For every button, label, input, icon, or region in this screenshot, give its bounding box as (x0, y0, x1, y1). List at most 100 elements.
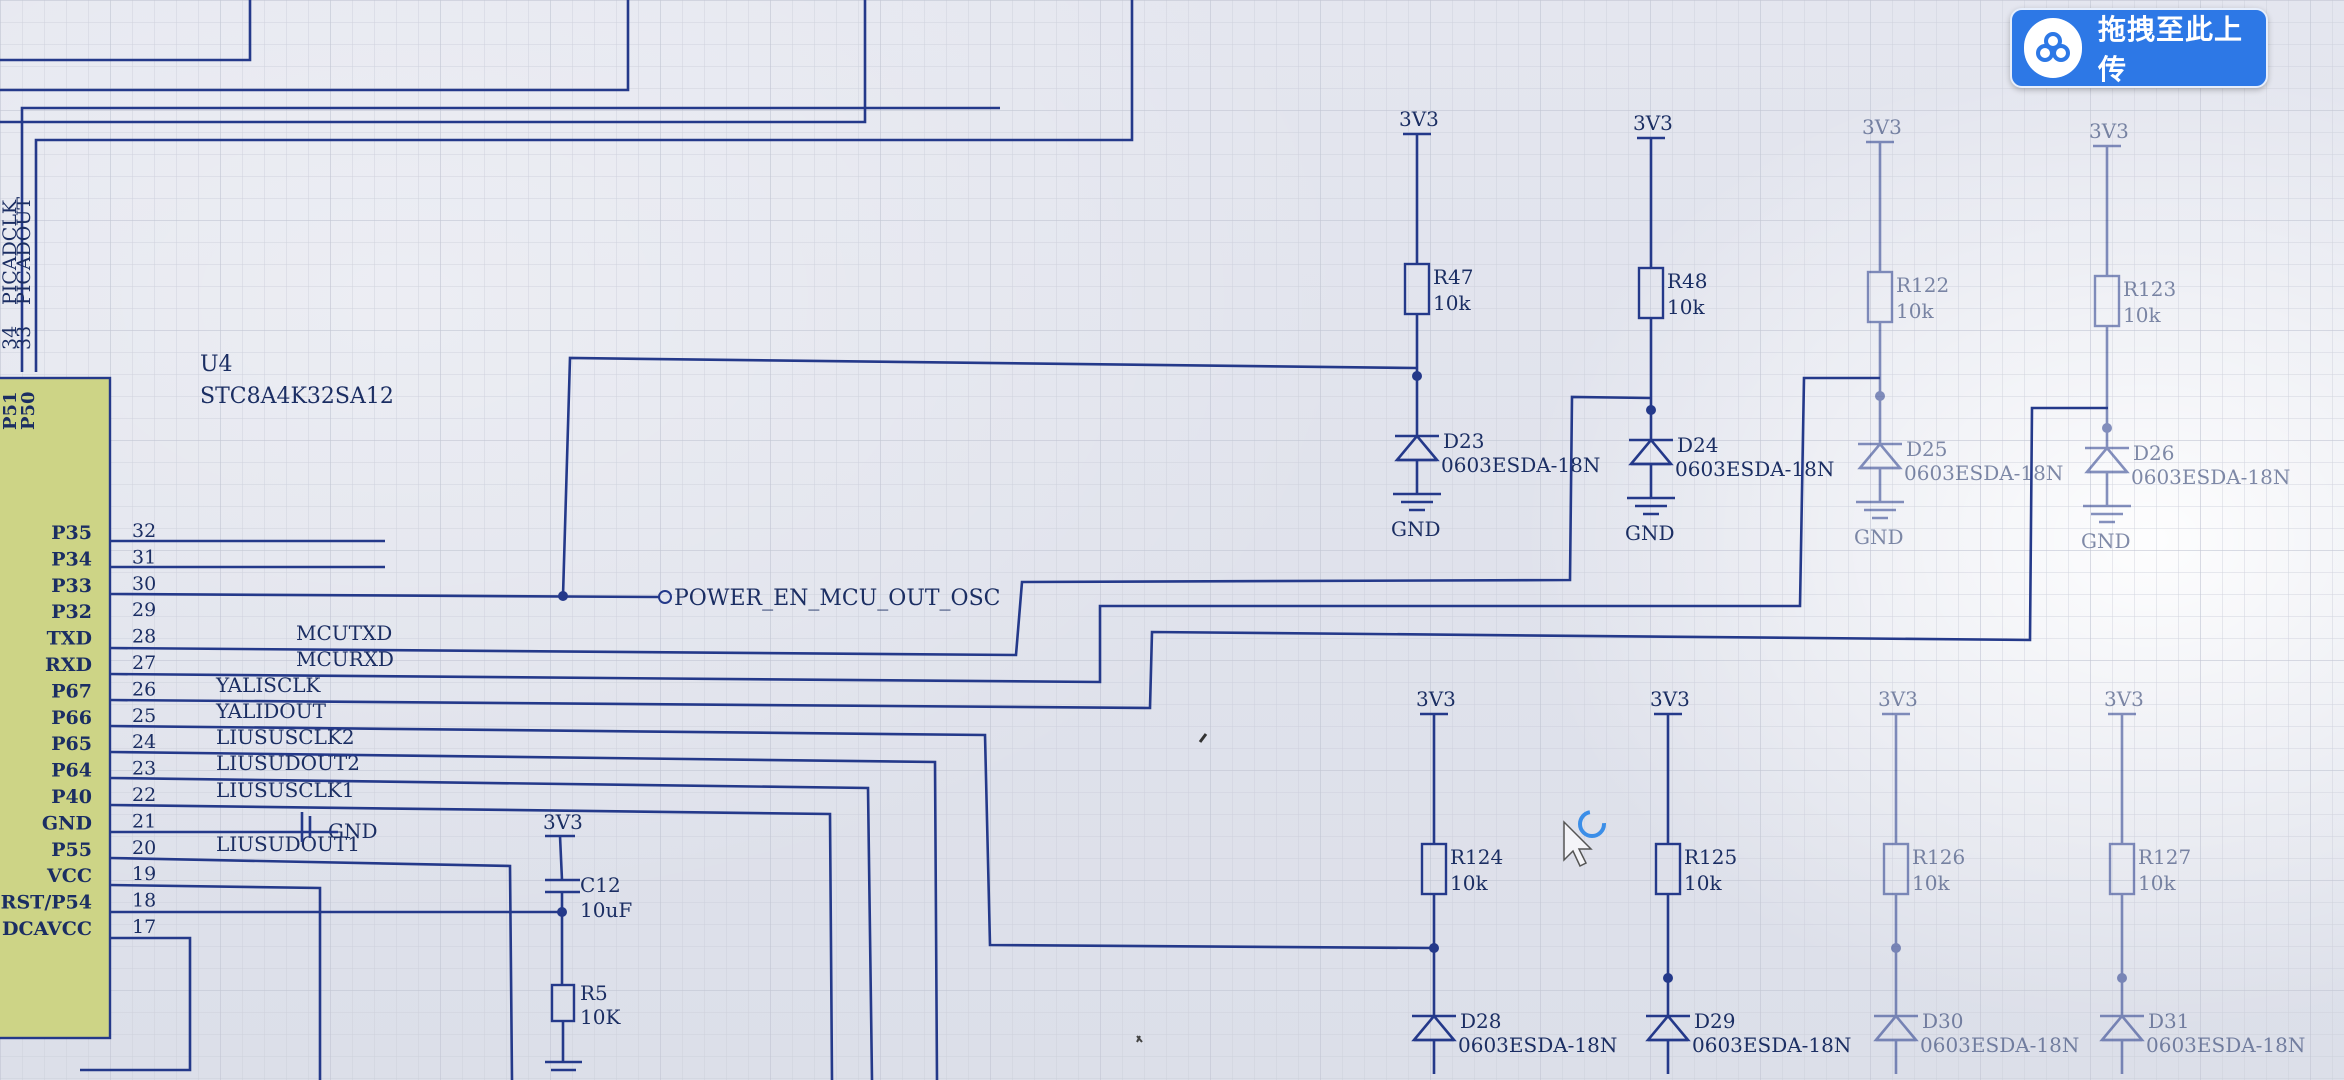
diode-part: 0603ESDA-18N (1920, 1033, 2079, 1057)
mcu-pin-label: VCC (46, 865, 92, 887)
resistor-value: 10k (1896, 299, 1934, 323)
mcu-pin-label: P32 (51, 601, 92, 623)
mcu-top-left-label: P51 (0, 391, 21, 430)
gnd-label: GND (1391, 517, 1441, 541)
mcu-pin-number: 28 (132, 626, 156, 648)
rail-label: 3V3 (1399, 107, 1439, 131)
rail-label: 3V3 (2089, 119, 2129, 143)
mcu-pin-number: 23 (132, 758, 156, 780)
diode-ref: D28 (1460, 1009, 1501, 1033)
gnd-label: GND (1854, 525, 1904, 549)
resistor-value: 10k (1450, 871, 1488, 895)
diode-part: 0603ESDA-18N (1458, 1033, 1617, 1057)
mcu-pin-number: 22 (132, 784, 156, 806)
upload-button-label: 拖拽至此上传 (2097, 13, 2243, 86)
mcu-pin-number: 21 (132, 810, 156, 832)
resistor-value: 10k (1433, 291, 1471, 315)
mouse-cursor-icon (1563, 810, 1606, 868)
gnd-label: GND (1625, 521, 1675, 545)
net-label: YALIDOUT (215, 699, 327, 723)
resistor-value: 10k (2138, 871, 2176, 895)
diode-ref: D24 (1677, 433, 1718, 457)
diode-part: 0603ESDA-18N (1904, 461, 2063, 485)
diode-ref: D23 (1443, 429, 1484, 453)
mcu-pin-number: 31 (132, 546, 156, 568)
rail-label: 3V3 (2104, 687, 2144, 711)
mcu-pin-number: 18 (132, 890, 156, 912)
diode-ref: D31 (2148, 1009, 2189, 1033)
mcu-pin-number: 26 (132, 678, 156, 700)
rail-label: 3V3 (1416, 687, 1456, 711)
resistor-ref: R123 (2123, 277, 2176, 301)
resistor-ref: R47 (1433, 265, 1474, 289)
resistor-ref: R127 (2138, 845, 2191, 869)
mcu-pin-label: RXD (45, 654, 92, 676)
mcu-pin-label: P66 (51, 707, 92, 729)
net-label: LIUSUDOUT1 (216, 832, 360, 856)
resistor-value: 10k (1912, 871, 1950, 895)
diode-part: 0603ESDA-18N (2131, 465, 2290, 489)
diode-ref: D26 (2133, 441, 2174, 465)
mcu-pin-label: P40 (51, 786, 92, 808)
mcu-pin-number: 19 (132, 863, 156, 885)
mcu-pin-number: 25 (132, 705, 156, 727)
cap-ref: C12 (580, 873, 621, 897)
mcu-pin-label: P55 (51, 839, 92, 861)
resistor-value: 10k (1667, 295, 1705, 319)
mcu-top-pin-number: 33 (13, 326, 35, 350)
mcu-body (0, 376, 112, 1040)
mcu-pin-label: TXD (47, 628, 92, 650)
reset-res-value: 10K (580, 1005, 621, 1029)
power-net-label: POWER_EN_MCU_OUT_OSC (674, 586, 1000, 611)
rail-label: 3V3 (1650, 687, 1690, 711)
mcu-pin-number: 30 (132, 573, 156, 595)
mcu-top-pin-label: PICADCLK (0, 199, 21, 305)
resistor-ref: R126 (1912, 845, 1965, 869)
upper-wires (0, 0, 1134, 372)
cap-value: 10uF (580, 898, 632, 922)
diode-part: 0603ESDA-18N (1675, 457, 1834, 481)
mcu-pin-label: GND (42, 812, 92, 834)
resistor-ref: R125 (1684, 845, 1737, 869)
mcu-pin-label: RST/P54 (1, 892, 92, 914)
mcu-pin-number: 24 (132, 731, 156, 753)
mcu-pin-number: 17 (132, 916, 156, 938)
diode-ref: D30 (1922, 1009, 1963, 1033)
esd-top-row: 3V3R4710kD230603ESDA-18NGND3V3R4810kD240… (1391, 107, 2290, 553)
mcu-pin-label: P64 (51, 760, 92, 782)
upload-button[interactable]: 拖拽至此上传 (2010, 8, 2268, 88)
mcu-wiring (80, 356, 2108, 1080)
resistor-ref: R48 (1667, 269, 1708, 293)
rail-label: 3V3 (1633, 111, 1673, 135)
mcu-top-pin-number: 34 (0, 326, 21, 350)
mcu-pin-label: P35 (51, 522, 92, 544)
resistor-ref: R124 (1450, 845, 1503, 869)
resistor-value: 10k (2123, 303, 2161, 327)
mcu-pin-number: 32 (132, 520, 156, 542)
mcu-pin-label: DCAVCC (2, 918, 92, 940)
reset-network: 3V3 C12 10uF R5 10K (543, 810, 632, 1072)
diode-part: 0603ESDA-18N (1692, 1033, 1851, 1057)
resistor-ref: R122 (1896, 273, 1949, 297)
mcu-pin-label: P67 (51, 680, 92, 702)
mcu-ref: U4 (200, 352, 233, 377)
mcu-pin-label: P33 (51, 575, 92, 597)
mcu-part-number: STC8A4K32SA12 (200, 384, 394, 409)
mcu-pin-label: P65 (51, 733, 92, 755)
net-label: YALISCLK (215, 673, 322, 697)
mcu-top-left-label: P50 (18, 391, 39, 430)
mcu-pin-number: 29 (132, 599, 156, 621)
